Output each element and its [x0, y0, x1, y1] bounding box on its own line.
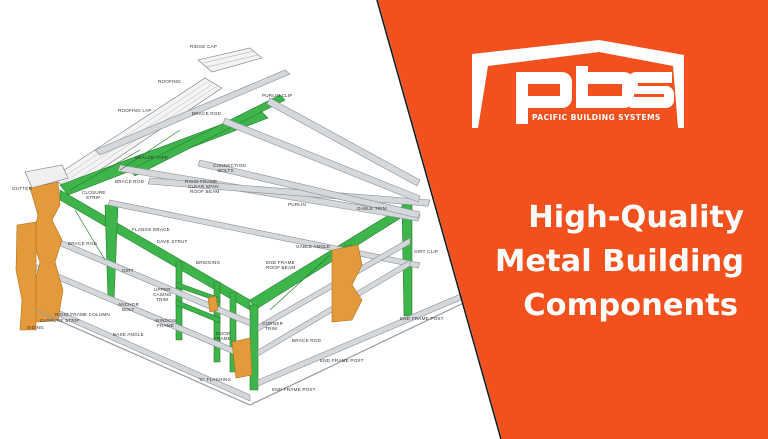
svg-text:SEALER TAPE: SEALER TAPE: [135, 155, 168, 160]
svg-text:BOLT: BOLT: [122, 307, 134, 312]
svg-text:CLOSURE: CLOSURE: [82, 190, 106, 195]
svg-text:GABLE TRIM: GABLE TRIM: [357, 206, 387, 211]
pbs-wordmark: [516, 66, 674, 124]
svg-text:BRACE ROD: BRACE ROD: [68, 241, 98, 246]
svg-text:BRIDGING: BRIDGING: [196, 260, 221, 265]
svg-text:ROOFING: ROOFING: [158, 79, 181, 84]
base-angle-outline: [34, 299, 471, 406]
brace-rods: [69, 129, 331, 311]
svg-text:STRIP: STRIP: [86, 195, 101, 200]
svg-text:END FRAME: END FRAME: [266, 260, 295, 265]
headline: High-Quality Metal Building Components: [495, 196, 744, 328]
svg-text:FRAME: FRAME: [214, 336, 231, 341]
svg-text:RIDGE CAP: RIDGE CAP: [190, 44, 217, 49]
diagram-labels: RIDGE CAP ROOFING ROOFING LAP BRACE ROD …: [12, 44, 444, 392]
headline-line-3: Components: [523, 288, 738, 323]
svg-text:TRIM: TRIM: [265, 326, 277, 331]
svg-text:ANCHOR: ANCHOR: [118, 302, 140, 307]
pbs-logo: [472, 40, 684, 128]
metal-building-diagram: RIDGE CAP ROOFING ROOFING LAP BRACE ROD …: [12, 44, 471, 406]
svg-text:RIGID FRAME: RIGID FRAME: [185, 179, 217, 184]
headline-line-2: Metal Building: [495, 244, 744, 279]
headline-line-1: High-Quality: [528, 200, 744, 235]
svg-text:BRACE ROD: BRACE ROD: [115, 179, 145, 184]
svg-text:CORNER: CORNER: [262, 321, 284, 326]
svg-text:RIGID FRAME COLUMN: RIGID FRAME COLUMN: [55, 312, 110, 317]
siding-panels: [15, 181, 363, 379]
svg-text:EAVE STRUT: EAVE STRUT: [157, 239, 188, 244]
rigid-frame: [59, 94, 413, 391]
svg-text:"C" FLASHING: "C" FLASHING: [198, 377, 231, 382]
svg-text:CONNECTION: CONNECTION: [213, 163, 246, 168]
svg-text:CLEAR SPAN: CLEAR SPAN: [188, 184, 219, 189]
svg-text:BOLTS: BOLTS: [218, 168, 234, 173]
svg-text:TRIM: TRIM: [156, 297, 168, 302]
svg-text:ROOF BEAM: ROOF BEAM: [190, 189, 219, 194]
svg-text:BRACE ROD: BRACE ROD: [292, 338, 322, 343]
svg-text:GABLE ANGLE: GABLE ANGLE: [296, 244, 330, 249]
svg-text:END FRAME POST: END FRAME POST: [320, 358, 364, 363]
svg-text:BASE ANGLE: BASE ANGLE: [113, 332, 144, 337]
svg-text:FRAME: FRAME: [157, 323, 174, 328]
svg-text:CLOSURE STRIP: CLOSURE STRIP: [40, 318, 80, 323]
svg-text:UPPER: UPPER: [154, 287, 171, 292]
svg-text:CASING: CASING: [153, 292, 172, 297]
svg-text:DOOR: DOOR: [216, 331, 231, 336]
svg-text:END FRAME POST: END FRAME POST: [272, 387, 316, 392]
svg-text:ROOFING LAP: ROOFING LAP: [118, 108, 152, 113]
svg-text:END FRAME POST: END FRAME POST: [400, 316, 444, 321]
svg-text:PURLIN CLIP: PURLIN CLIP: [262, 93, 293, 98]
svg-text:GIRT CLIP: GIRT CLIP: [414, 249, 438, 254]
svg-text:ROOF BEAM: ROOF BEAM: [266, 265, 295, 270]
svg-text:BRACE ROD: BRACE ROD: [192, 111, 222, 116]
svg-text:FLANGE BRACE: FLANGE BRACE: [132, 227, 170, 232]
svg-text:WINDOW: WINDOW: [155, 318, 177, 323]
svg-text:SIDING: SIDING: [27, 325, 44, 330]
company-name: PACIFIC BUILDING SYSTEMS: [532, 113, 661, 122]
svg-text:GUTTER: GUTTER: [12, 186, 33, 191]
svg-text:PURLIN: PURLIN: [288, 202, 306, 207]
svg-text:GIRT: GIRT: [122, 268, 134, 273]
